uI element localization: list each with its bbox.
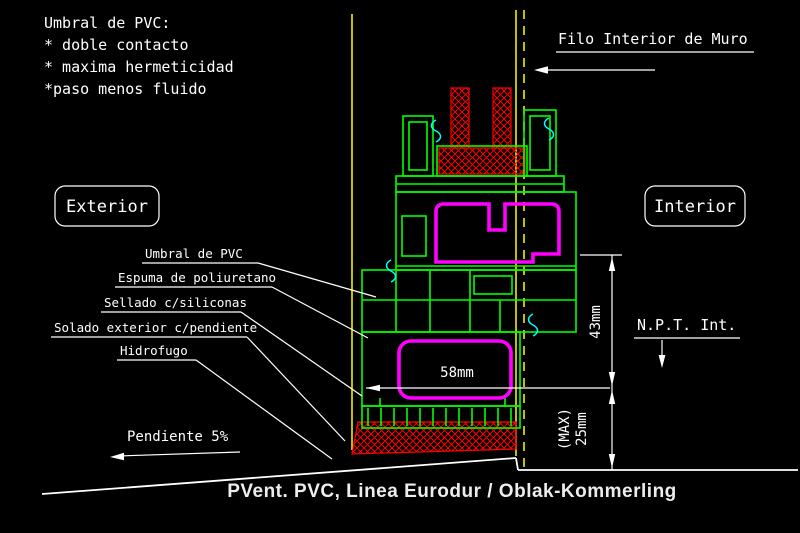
glazing-post-left-hatch xyxy=(450,87,470,149)
dimension-25mm: 25mm (MAX) xyxy=(557,388,616,470)
espuma-leader xyxy=(271,286,369,339)
interior-box xyxy=(644,185,746,227)
arrow-up-icon xyxy=(608,390,616,404)
glazing-post-right-hatch xyxy=(492,87,512,149)
wall-lines xyxy=(351,10,525,470)
exterior-label: Exterior xyxy=(66,197,148,217)
umbral-leader xyxy=(257,262,377,298)
exterior-slope-line xyxy=(41,457,517,495)
hidrofugo-label: Hidrofugo xyxy=(120,343,188,358)
arrow-down-icon xyxy=(608,372,616,386)
notes-line: *paso menos fluido xyxy=(44,80,207,98)
drawing-title: PVent. PVC, Linea Eurodur / Oblak-Kommer… xyxy=(227,481,677,502)
arrow-left-icon xyxy=(534,66,548,74)
break-mark-icon xyxy=(430,119,442,143)
solado-leader xyxy=(246,336,346,442)
sellado-leader xyxy=(240,311,363,397)
espuma-label: Espuma de poliuretano xyxy=(118,270,276,285)
notes-block: Umbral de PVC: * doble contacto * maxima… xyxy=(44,14,234,98)
ground-lines xyxy=(41,457,798,495)
floor-step-line xyxy=(515,457,519,471)
arrow-down-icon xyxy=(608,454,616,468)
filo-interior-callout: Filo Interior de Muro xyxy=(534,30,754,74)
npt-marker: N.P.T. Int. xyxy=(634,316,740,368)
cyan-break-marks xyxy=(385,117,555,337)
pendiente-callout: Pendiente 5% xyxy=(110,429,241,461)
pendiente-arrow-line xyxy=(117,451,241,457)
dim-43-value: 43mm xyxy=(588,305,604,339)
pvc-profile-lines xyxy=(361,109,577,429)
npt-label: N.P.T. Int. xyxy=(637,316,736,334)
umbral-label: Umbral de PVC xyxy=(145,246,243,261)
mortar-bed-hatch xyxy=(351,421,517,455)
arrow-left-icon xyxy=(110,452,124,461)
dimension-58mm: 58mm xyxy=(366,360,610,392)
dim-25-value: 25mm xyxy=(574,412,590,446)
interior-label: Interior xyxy=(654,197,736,217)
arrow-down-icon xyxy=(658,355,666,368)
filo-interior-label: Filo Interior de Muro xyxy=(558,30,748,48)
sellado-label: Sellado c/siliconas xyxy=(104,295,247,310)
exterior-box xyxy=(54,185,160,227)
magenta-profile-parts xyxy=(397,202,561,400)
sash-gasket-magenta xyxy=(434,202,561,264)
hidrofugo-leader xyxy=(195,359,333,460)
sill-chamber-magenta xyxy=(397,339,513,400)
break-mark-icon xyxy=(543,117,555,141)
dim-58-text-bg xyxy=(429,360,485,382)
break-mark-icon xyxy=(385,259,397,283)
notes-line: * doble contacto xyxy=(44,36,189,54)
break-mark-icon xyxy=(527,313,539,337)
notes-line: * maxima hermeticidad xyxy=(44,58,234,76)
solado-label: Solado exterior c/pendiente xyxy=(54,320,257,335)
dimension-43mm: 43mm xyxy=(580,254,622,388)
red-hatch-areas xyxy=(351,87,526,455)
arrow-left-icon xyxy=(366,384,380,392)
pendiente-label: Pendiente 5% xyxy=(127,429,229,445)
dim-58-value: 58mm xyxy=(440,365,474,381)
arrow-up-icon xyxy=(608,257,616,271)
notes-heading: Umbral de PVC: xyxy=(44,14,170,32)
dim-25-max: (MAX) xyxy=(557,408,573,450)
side-labels: Exterior Interior xyxy=(54,185,746,227)
glazing-base-hatch xyxy=(438,147,526,175)
left-callouts: Umbral de PVC Espuma de poliuretano Sell… xyxy=(51,246,377,460)
